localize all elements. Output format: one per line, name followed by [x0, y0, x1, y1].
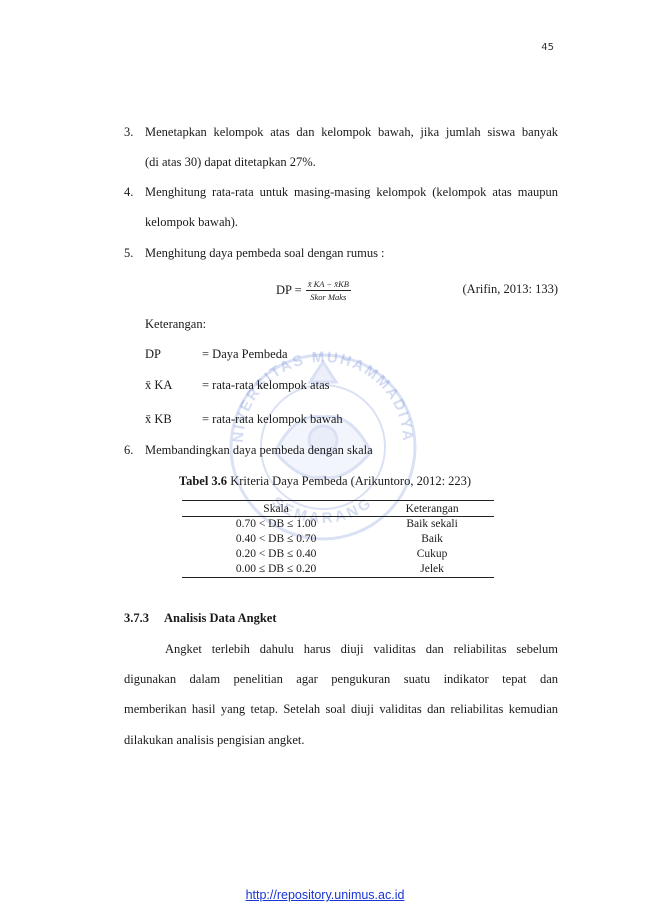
- column-header: Skala: [182, 502, 371, 517]
- list-number: 4.: [124, 185, 134, 199]
- list-number: 6.: [124, 443, 134, 457]
- formula-denominator: Skor Maks: [310, 292, 347, 302]
- table-header-row: Skala Keterangan: [182, 502, 494, 517]
- table-row: 0.70 < DB ≤ 1.00 Baik sekali: [182, 517, 494, 533]
- legend-term: DP: [145, 347, 161, 361]
- formula-lhs: DP =: [276, 283, 302, 297]
- table-cell: 0.40 < DB ≤ 0.70: [235, 533, 317, 545]
- formula-numerator: x̄ KA − x̄KB: [305, 279, 351, 291]
- legend-term: x̄ KB: [145, 412, 172, 426]
- footer: http://repository.unimus.ac.id: [0, 888, 650, 902]
- table-cell: 0.00 ≤ DB ≤ 0.20: [182, 562, 371, 578]
- legend-definition: = rata-rata kelompok atas: [202, 378, 330, 392]
- list-item-text: kelompok bawah).: [145, 215, 239, 229]
- paragraph-line: Angket terlebih dahulu harus diuji valid…: [165, 642, 558, 656]
- formula-citation: (Arifin, 2013: 133): [462, 282, 558, 296]
- table-cell: Jelek: [370, 562, 494, 578]
- list-item-text: Menghitung daya pembeda soal dengan rumu…: [145, 246, 385, 260]
- table-row: 0.40 < DB ≤ 0.70 Baik: [182, 532, 494, 547]
- table-top-rule: [182, 500, 494, 501]
- table-cell: Baik sekali: [406, 518, 458, 530]
- paragraph-line: dilakukan analisis pengisian angket.: [124, 733, 305, 747]
- list-item-text: Menetapkan kelompok atas dan kelompok ba…: [145, 125, 558, 139]
- section-heading: 3.7.3 Analisis Data Angket: [124, 611, 277, 626]
- table-caption-label: Tabel 3.6: [178, 474, 228, 488]
- paragraph-line: memberikan hasil yang tetap. Setelah soa…: [124, 702, 558, 716]
- criteria-table: Skala Keterangan 0.70 < DB ≤ 1.00 Baik s…: [182, 502, 494, 578]
- table-cell: Cukup: [416, 548, 448, 560]
- list-item-text: Menghitung rata-rata untuk masing-masing…: [145, 185, 558, 199]
- table-caption-text: Kriteria Daya Pembeda (Arikuntoro, 2012:…: [227, 474, 472, 488]
- table-cell: 0.70 < DB ≤ 1.00: [235, 518, 317, 530]
- legend-heading: Keterangan:: [145, 317, 207, 331]
- table-cell: 0.20 < DB ≤ 0.40: [235, 548, 317, 560]
- formula: DP = x̄ KA − x̄KB Skor Maks: [276, 279, 351, 302]
- page-number: 45: [541, 42, 554, 53]
- legend-definition: = Daya Pembeda: [202, 347, 288, 361]
- table-row: 0.20 < DB ≤ 0.40 Cukup: [182, 547, 494, 562]
- table-cell: Baik: [421, 533, 443, 545]
- paragraph-line: digunakan dalam penelitian agar pengukur…: [124, 672, 558, 686]
- list-number: 5.: [124, 246, 134, 260]
- legend-definition: = rata-rata kelompok bawah: [202, 412, 343, 426]
- list-number: 3.: [124, 125, 134, 139]
- table-row: 0.00 ≤ DB ≤ 0.20 Jelek: [182, 562, 494, 578]
- formula-fraction: x̄ KA − x̄KB Skor Maks: [305, 279, 351, 302]
- list-item-text: (di atas 30) dapat ditetapkan 27%.: [145, 155, 316, 169]
- legend-term: x̄ KA: [145, 378, 173, 392]
- list-item-text: Membandingkan daya pembeda dengan skala: [145, 443, 373, 457]
- column-header: Keterangan: [370, 502, 494, 517]
- section-title: Analisis Data Angket: [164, 611, 277, 625]
- repository-link[interactable]: http://repository.unimus.ac.id: [245, 888, 405, 902]
- table-caption: Tabel 3.6 Kriteria Daya Pembeda (Arikunt…: [0, 474, 650, 489]
- section-number: 3.7.3: [124, 611, 149, 625]
